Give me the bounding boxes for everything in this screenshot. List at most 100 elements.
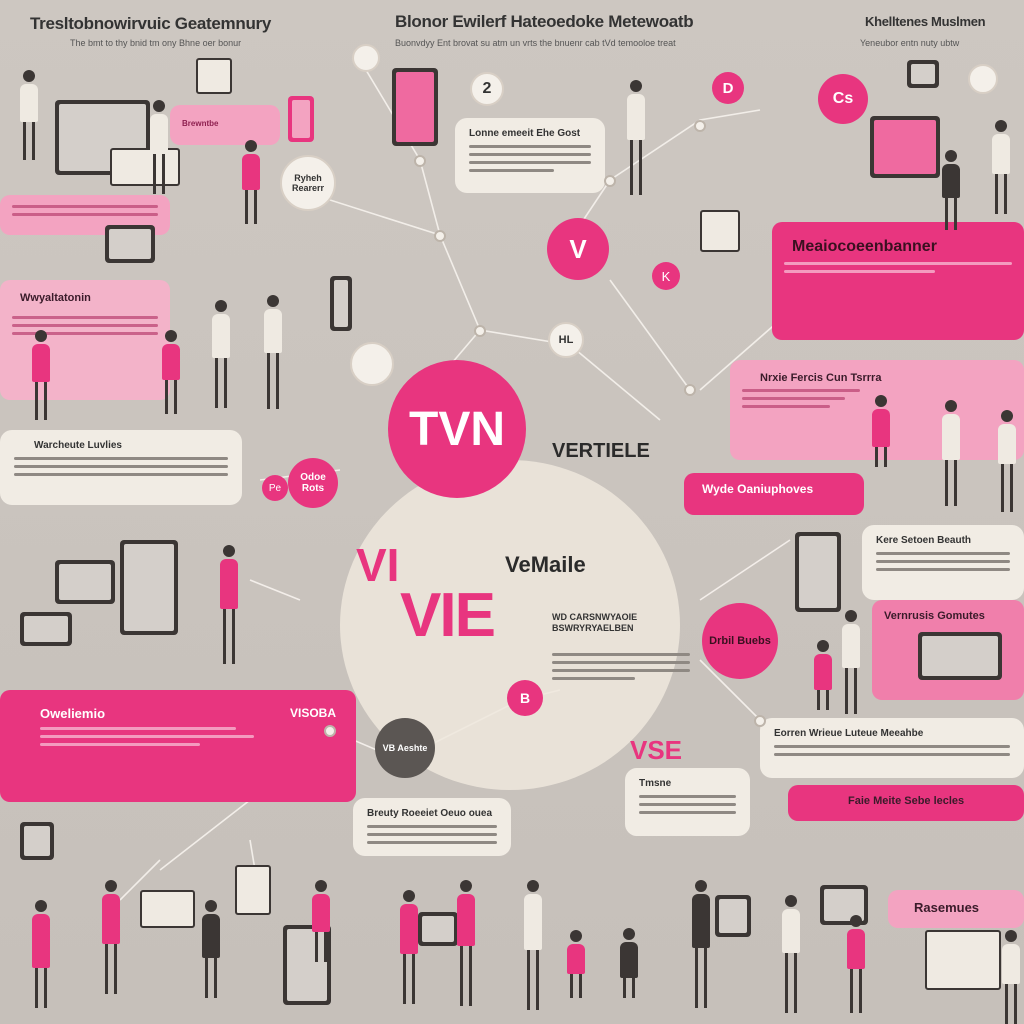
visoba-label: VISOBA [290, 706, 337, 720]
person-icon [618, 928, 640, 998]
band-title: Vernrusis Gomutes [884, 610, 985, 622]
desk-icon [235, 865, 271, 915]
person-icon [455, 880, 477, 1006]
person-icon [310, 880, 332, 962]
info-band: Rasemues [888, 890, 1024, 928]
card-title: Lonne emeeit Ehe Gost [469, 128, 581, 139]
network-node [684, 384, 696, 396]
vse-label: VSE [630, 735, 683, 765]
person-icon [30, 900, 52, 1008]
pink-bubble: D [712, 72, 744, 104]
header-center-subtitle: Buonvdyy Ent brovat su atm un vrts the b… [395, 38, 676, 48]
network-node [754, 715, 766, 727]
info-card: Lonne emeeit Ehe Gost [455, 118, 605, 193]
vertical-label: VERTIELE [552, 440, 650, 462]
network-node [324, 725, 336, 737]
person-icon [812, 640, 834, 710]
text-lines [552, 648, 690, 685]
tablet-icon [120, 540, 178, 635]
laptop-icon [105, 225, 155, 263]
person-icon [210, 300, 232, 408]
tablet-icon [392, 68, 438, 146]
header-center-title: Blonor Ewilerf Hateoedoke Metewoatb [395, 12, 694, 31]
laptop-icon [907, 60, 939, 88]
band-title: Nrxie Fercis Cun Tsrrra [760, 372, 882, 384]
info-band: Wwyaltatonin [0, 280, 170, 400]
person-icon [398, 890, 420, 1004]
pink-bubble: B [507, 680, 543, 716]
info-card: Tmsne [625, 768, 750, 836]
tablet-icon [20, 822, 54, 860]
pink-bubble: K [652, 262, 680, 290]
network-node [474, 325, 486, 337]
card-title: Kere Setoen Beauth [876, 535, 972, 546]
network-node [414, 155, 426, 167]
person-icon [1000, 930, 1022, 1024]
header-left-subtitle: The bmt to thy bnid tm ony Bhne oer bonu… [70, 38, 242, 48]
info-band-large: Meaiocoeenbanner [772, 222, 1024, 340]
card-title: Breuty Roeeiet Oeuo ouea [367, 808, 493, 819]
info-card: Breuty Roeeiet Oeuo ouea [353, 798, 511, 856]
person-icon [940, 150, 962, 230]
network-node [434, 230, 446, 242]
card-title: Warcheute Luvlies [34, 440, 122, 451]
phone-icon [330, 276, 352, 331]
laptop-icon [870, 116, 940, 178]
light-bubble: HL [548, 322, 584, 358]
person-icon [18, 70, 40, 160]
person-icon [990, 120, 1012, 214]
info-card: Eorren Wrieue Luteue Meeahbe [760, 718, 1024, 778]
tablet-icon [715, 895, 751, 937]
network-node [694, 120, 706, 132]
laptop-icon [418, 912, 458, 946]
band-title: Wwyaltatonin [20, 292, 91, 304]
info-band: Wyde Oaniuphoves [684, 473, 864, 515]
grey-bubble: VB Aeshte [375, 718, 435, 778]
person-icon [625, 80, 647, 195]
person-icon [870, 395, 892, 467]
info-band: Faie Meite Sebe lecles [788, 785, 1024, 821]
person-icon [996, 410, 1018, 512]
desk-icon [140, 890, 195, 928]
chat-icon [352, 44, 380, 72]
header-right-subtitle: Yeneubor entn nuty ubtw [860, 38, 960, 48]
vi-label: VI [356, 539, 400, 591]
info-band-large: Oweliemio [0, 690, 356, 802]
card-title: Eorren Wrieue Luteue Meeahbe [774, 728, 924, 739]
chat-icon [968, 64, 998, 94]
vcar-subtitle: WD CARSNWYAOIE BSWRYRYAELBEN [552, 612, 638, 633]
band-title: Wyde Oaniuphoves [702, 482, 814, 496]
person-icon [148, 100, 170, 194]
person-icon [565, 930, 587, 998]
laptop-icon [55, 560, 115, 604]
header-right-title: Khelltenes Muslmen [865, 14, 986, 29]
band-title: Rasemues [914, 900, 980, 915]
info-card: Kere Setoen Beauth [862, 525, 1024, 600]
band-title: Brewntbe [182, 119, 219, 128]
person-icon [30, 330, 52, 420]
main-logo-bubble: TVN [388, 360, 526, 498]
network-node [604, 175, 616, 187]
pink-bubble: Pe [262, 475, 288, 501]
person-icon [522, 880, 544, 1010]
tablet-icon [795, 532, 841, 612]
info-card: Warcheute Luvlies [0, 430, 242, 505]
person-icon [780, 895, 802, 1013]
pink-bubble: V [547, 218, 609, 280]
desk-icon [925, 930, 1001, 990]
pink-bubble: Drbil Buebs [702, 603, 778, 679]
header-left-title: Tresltobnowirvuic Geatemnury [30, 14, 271, 33]
vemaile-label: VeMaile [505, 552, 586, 577]
person-icon [940, 400, 962, 506]
person-icon [218, 545, 240, 664]
desk-icon [196, 58, 232, 94]
band-title: Faie Meite Sebe lecles [848, 795, 964, 807]
person-icon [100, 880, 122, 994]
light-bubble: Ryheh Rearerr [280, 155, 336, 211]
laptop-icon [20, 612, 72, 646]
chat-icon [350, 342, 394, 386]
person-icon [690, 880, 712, 1008]
person-icon [845, 915, 867, 1013]
info-band: Brewntbe [170, 105, 280, 145]
laptop-icon [820, 885, 868, 925]
